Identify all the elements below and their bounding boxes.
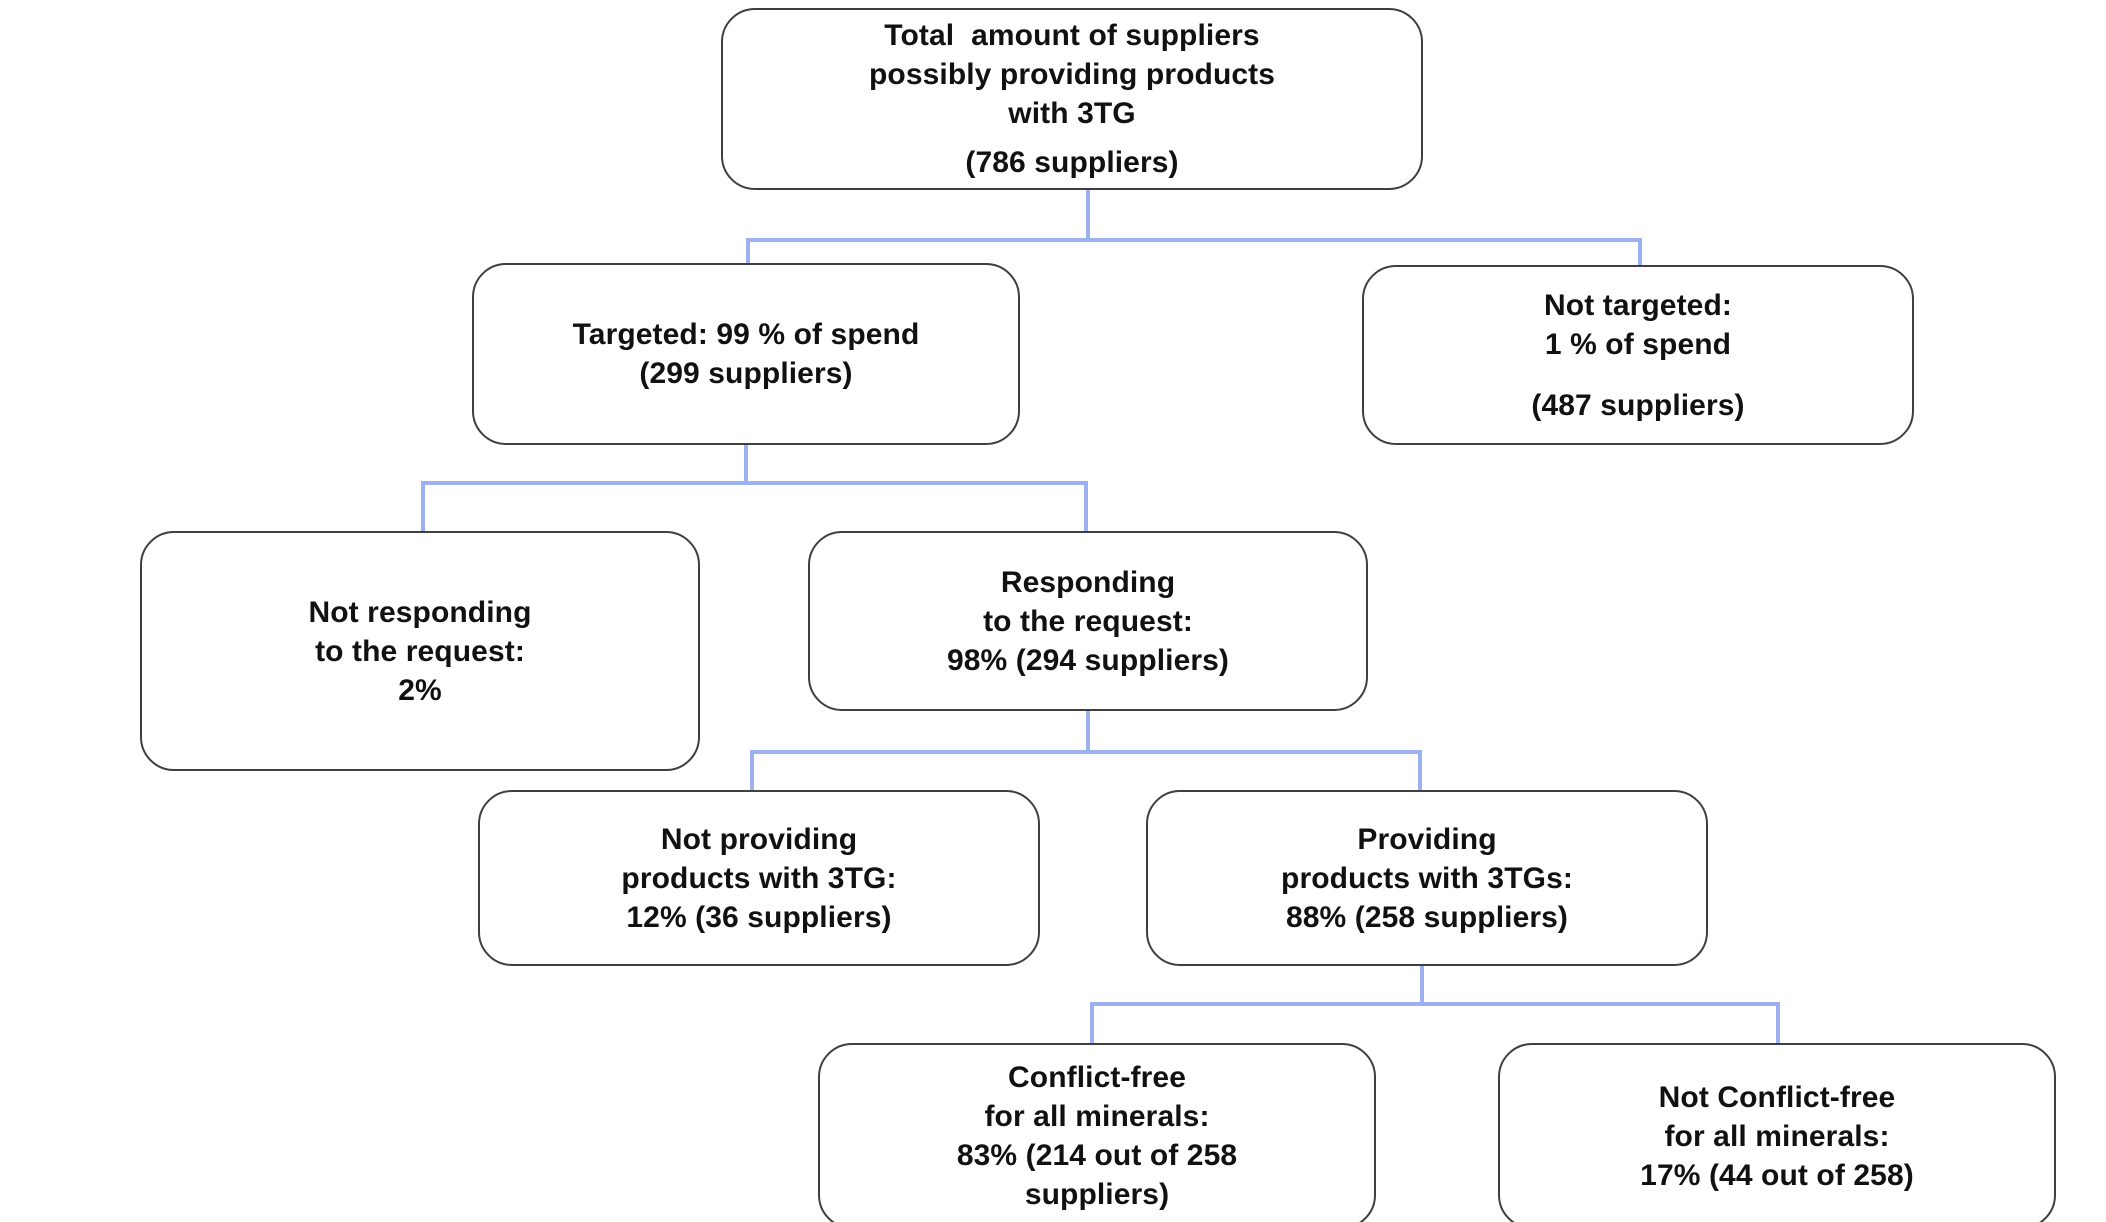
connector-total-stem <box>1086 188 1090 240</box>
node-conflict-free[interactable]: Conflict-free for all minerals: 83% (214… <box>818 1043 1376 1222</box>
node-responding[interactable]: Responding to the request: 98% (294 supp… <box>808 531 1368 711</box>
connector-providing-stem <box>1420 962 1424 1006</box>
node-line: Not providing <box>660 822 858 856</box>
node-line: for all minerals: <box>984 1100 1210 1133</box>
node-line: 17% (44 out of 258) <box>1640 1158 1914 1192</box>
node-line: Not responding <box>308 595 532 629</box>
node-not-targeted[interactable]: Not targeted: 1 % of spend (487 supplier… <box>1362 265 1914 445</box>
node-providing[interactable]: Providing products with 3TGs: 88% (258 s… <box>1146 790 1708 966</box>
node-line: Total amount of suppliers <box>884 19 1260 52</box>
node-not-responding[interactable]: Not responding to the request: 2% <box>140 531 700 771</box>
node-line: 98% (294 suppliers) <box>946 643 1230 677</box>
node-total-suppliers[interactable]: Total amount of suppliers possibly provi… <box>721 8 1423 190</box>
connector-targeted-bus <box>421 481 1088 485</box>
node-line: (299 suppliers) <box>639 357 853 390</box>
node-line: to the request: <box>983 604 1193 638</box>
node-line: 1 % of spend <box>1544 327 1732 361</box>
node-line: (487 suppliers) <box>1531 388 1745 422</box>
node-line: Targeted: 99 % of spend <box>572 318 920 351</box>
connector-targeted-to-not-responding <box>421 481 425 533</box>
node-line: 88% (258 suppliers) <box>1285 900 1569 934</box>
connector-total-bus <box>746 238 1642 242</box>
node-line: to the request: <box>315 634 525 668</box>
node-line: Providing <box>1357 822 1497 856</box>
connector-responding-to-not-providing <box>750 750 754 792</box>
connector-targeted-to-responding <box>1084 481 1088 533</box>
connector-providing-to-not-conflict-free <box>1776 1002 1780 1044</box>
connector-total-to-not-targeted <box>1638 238 1642 265</box>
node-line: with 3TG <box>1008 97 1136 130</box>
node-line: possibly providing products <box>868 58 1276 91</box>
node-line: products with 3TG: <box>621 861 897 895</box>
node-not-conflict-free[interactable]: Not Conflict-free for all minerals: 17% … <box>1498 1043 2056 1222</box>
node-line: for all minerals: <box>1664 1119 1890 1153</box>
connector-responding-bus <box>750 750 1422 754</box>
node-targeted[interactable]: Targeted: 99 % of spend (299 suppliers) <box>472 263 1020 445</box>
connector-targeted-stem <box>744 443 748 483</box>
connector-total-to-targeted <box>746 238 750 265</box>
node-line: 12% (36 suppliers) <box>626 900 892 934</box>
node-line: Not targeted: <box>1544 288 1732 322</box>
connector-responding-to-providing <box>1418 750 1422 792</box>
node-not-providing[interactable]: Not providing products with 3TG: 12% (36… <box>478 790 1040 966</box>
node-line: Conflict-free <box>1008 1061 1186 1094</box>
node-line: Not Conflict-free <box>1658 1080 1896 1114</box>
connector-responding-stem <box>1086 710 1090 754</box>
node-line: (786 suppliers) <box>965 146 1179 179</box>
node-line: 83% (214 out of 258 <box>956 1139 1238 1172</box>
node-line: suppliers) <box>1024 1178 1170 1211</box>
node-line: products with 3TGs: <box>1281 861 1573 895</box>
node-line: 2% <box>398 673 442 707</box>
connector-providing-to-conflict-free <box>1090 1002 1094 1044</box>
node-line: Responding <box>1000 565 1176 599</box>
connector-providing-bus <box>1090 1002 1780 1006</box>
